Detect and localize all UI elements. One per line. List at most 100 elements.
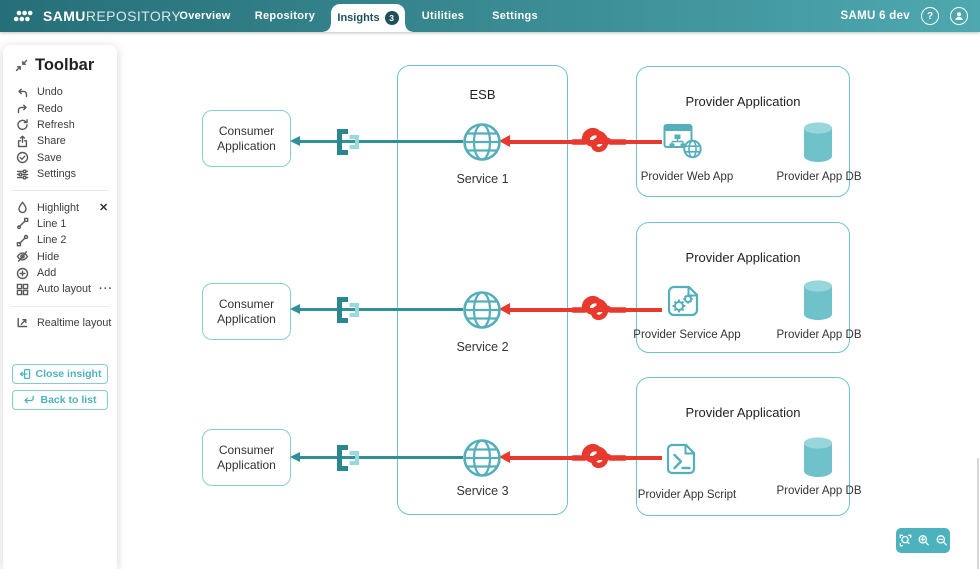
redo-icon	[17, 104, 27, 114]
help-icon[interactable]: ?	[921, 7, 939, 25]
undo-icon	[18, 88, 28, 97]
service3-globe-icon[interactable]	[462, 438, 502, 478]
settings-icon	[16, 169, 29, 180]
person-icon	[955, 12, 963, 20]
provider-title: Provider Application	[685, 94, 801, 109]
arrowhead-consumer-3	[290, 452, 300, 462]
connection-knot-icon-2[interactable]	[572, 289, 626, 331]
arrowhead-consumer-1	[290, 136, 300, 146]
more-icon[interactable]: ···	[99, 283, 114, 296]
database-icon[interactable]	[801, 436, 835, 478]
interface-connector-icon[interactable]	[334, 443, 362, 473]
connection-line-service3-consumer[interactable]	[299, 456, 463, 459]
arrowhead-service-1	[499, 135, 510, 147]
web-app-icon[interactable]	[663, 123, 703, 159]
database-icon[interactable]	[801, 121, 835, 163]
toolbar-item-label: Hide	[37, 250, 60, 263]
provider-app-label: Provider Web App	[640, 171, 734, 183]
zoom-controls	[896, 528, 950, 553]
zoom-out-icon[interactable]	[935, 534, 948, 547]
tab-utilities[interactable]: Utilities	[421, 10, 465, 22]
toolbar-item-label: Realtime layout	[37, 316, 112, 329]
consumer-application-node-2[interactable]: Consumer Application	[202, 283, 291, 340]
database-icon[interactable]	[801, 279, 835, 321]
close-insight-icon	[19, 369, 30, 380]
toolbar-item-highlight[interactable]: Highlight ✕	[3, 199, 117, 215]
toolbar-item-label: Settings	[37, 168, 77, 181]
toolbar-item-line2[interactable]: Line 2	[3, 232, 117, 248]
line2-icon	[16, 234, 29, 247]
environment-label: SAMU 6 dev	[840, 10, 910, 22]
tab-insights[interactable]: Insights 3	[323, 4, 413, 32]
arrowhead-service-3	[499, 451, 510, 463]
toolbar-divider	[11, 190, 109, 192]
toolbar-item-hide[interactable]: Hide	[3, 249, 117, 265]
close-icon[interactable]: ✕	[98, 202, 108, 215]
back-to-list-button[interactable]: Back to list	[12, 390, 108, 411]
arrowhead-service-2	[499, 303, 510, 315]
provider-db-label: Provider App DB	[776, 329, 862, 341]
toolbar-item-label: Highlight	[37, 201, 80, 214]
arrowhead-consumer-2	[290, 304, 300, 314]
collapse-icon[interactable]	[15, 59, 28, 72]
interface-connector-icon[interactable]	[334, 127, 362, 157]
toolbar-item-add[interactable]: Add	[3, 265, 117, 281]
toolbar-item-label: Share	[37, 135, 66, 148]
toolbar-item-label: Auto layout	[37, 283, 92, 296]
provider-application-node-1[interactable]: Provider Application Provider Web App Pr…	[636, 66, 862, 197]
connection-line-service1-consumer[interactable]	[299, 140, 463, 143]
toolbar-item-redo[interactable]: Redo	[3, 100, 117, 116]
connection-knot-icon-3[interactable]	[572, 437, 626, 479]
refresh-icon	[17, 119, 28, 131]
connection-line-service2-consumer[interactable]	[299, 308, 463, 311]
toolbar-item-auto-layout[interactable]: Auto layout ···	[3, 281, 117, 297]
service1-globe-icon[interactable]	[462, 122, 502, 162]
nav-right-group: SAMU 6 dev ?	[841, 0, 968, 32]
consumer-application-node-3[interactable]: Consumer Application	[202, 429, 291, 486]
toolbar-item-save[interactable]: Save	[3, 150, 117, 166]
toolbar-item-label: Undo	[37, 86, 63, 99]
provider-title: Provider Application	[685, 250, 801, 265]
toolbar-item-settings[interactable]: Settings	[3, 166, 117, 182]
toolbar-item-label: Add	[37, 267, 57, 280]
toolbar-header: Toolbar	[3, 45, 117, 84]
toolbar-item-undo[interactable]: Undo	[3, 84, 117, 100]
zoom-reset-icon[interactable]	[899, 534, 912, 547]
toolbar-item-share[interactable]: Share	[3, 133, 117, 149]
tab-repository[interactable]: Repository	[254, 10, 316, 22]
account-icon[interactable]	[950, 7, 968, 25]
toolbar-item-line1[interactable]: Line 1	[3, 216, 117, 232]
scrollbar[interactable]	[977, 458, 979, 569]
brand-name: SAMUREPOSITORY	[43, 8, 181, 24]
add-icon	[16, 267, 29, 279]
provider-application-node-3[interactable]: Provider Application Provider App Script…	[636, 377, 862, 516]
connection-knot-icon-1[interactable]	[572, 121, 626, 163]
provider-app-label: Provider Service App	[633, 329, 741, 341]
interface-connector-icon[interactable]	[334, 295, 362, 325]
service2-label: Service 2	[456, 340, 509, 354]
zoom-in-icon[interactable]	[917, 534, 930, 547]
toolbar-item-label: Redo	[37, 102, 63, 115]
toolbar-item-label: Line 1	[37, 217, 67, 230]
back-icon	[24, 395, 35, 404]
toolbar-item-realtime-layout[interactable]: Realtime layout	[3, 315, 117, 331]
hide-icon	[16, 251, 29, 263]
provider-application-node-2[interactable]: Provider Application Provider Service Ap…	[633, 222, 862, 353]
save-icon	[16, 152, 29, 164]
consumer-application-node-1[interactable]: Consumer Application	[202, 110, 291, 167]
service-app-icon[interactable]	[663, 281, 703, 321]
brand-bold: SAMU	[43, 8, 86, 24]
toolbar-panel: Toolbar Undo Redo Refresh Share Save Set…	[3, 45, 117, 569]
toolbar-item-refresh[interactable]: Refresh	[3, 117, 117, 133]
script-app-icon[interactable]	[663, 439, 699, 479]
dots-logo-icon	[13, 10, 33, 22]
tab-overview[interactable]: Overview	[179, 10, 231, 22]
tab-settings[interactable]: Settings	[492, 10, 538, 22]
share-icon	[17, 135, 28, 148]
close-insight-button[interactable]: Close insight	[12, 364, 108, 385]
app-logo[interactable]: SAMUREPOSITORY	[13, 0, 181, 32]
toolbar-title: Toolbar	[35, 56, 95, 74]
esb-label: ESB	[469, 87, 496, 102]
service2-globe-icon[interactable]	[462, 290, 502, 330]
